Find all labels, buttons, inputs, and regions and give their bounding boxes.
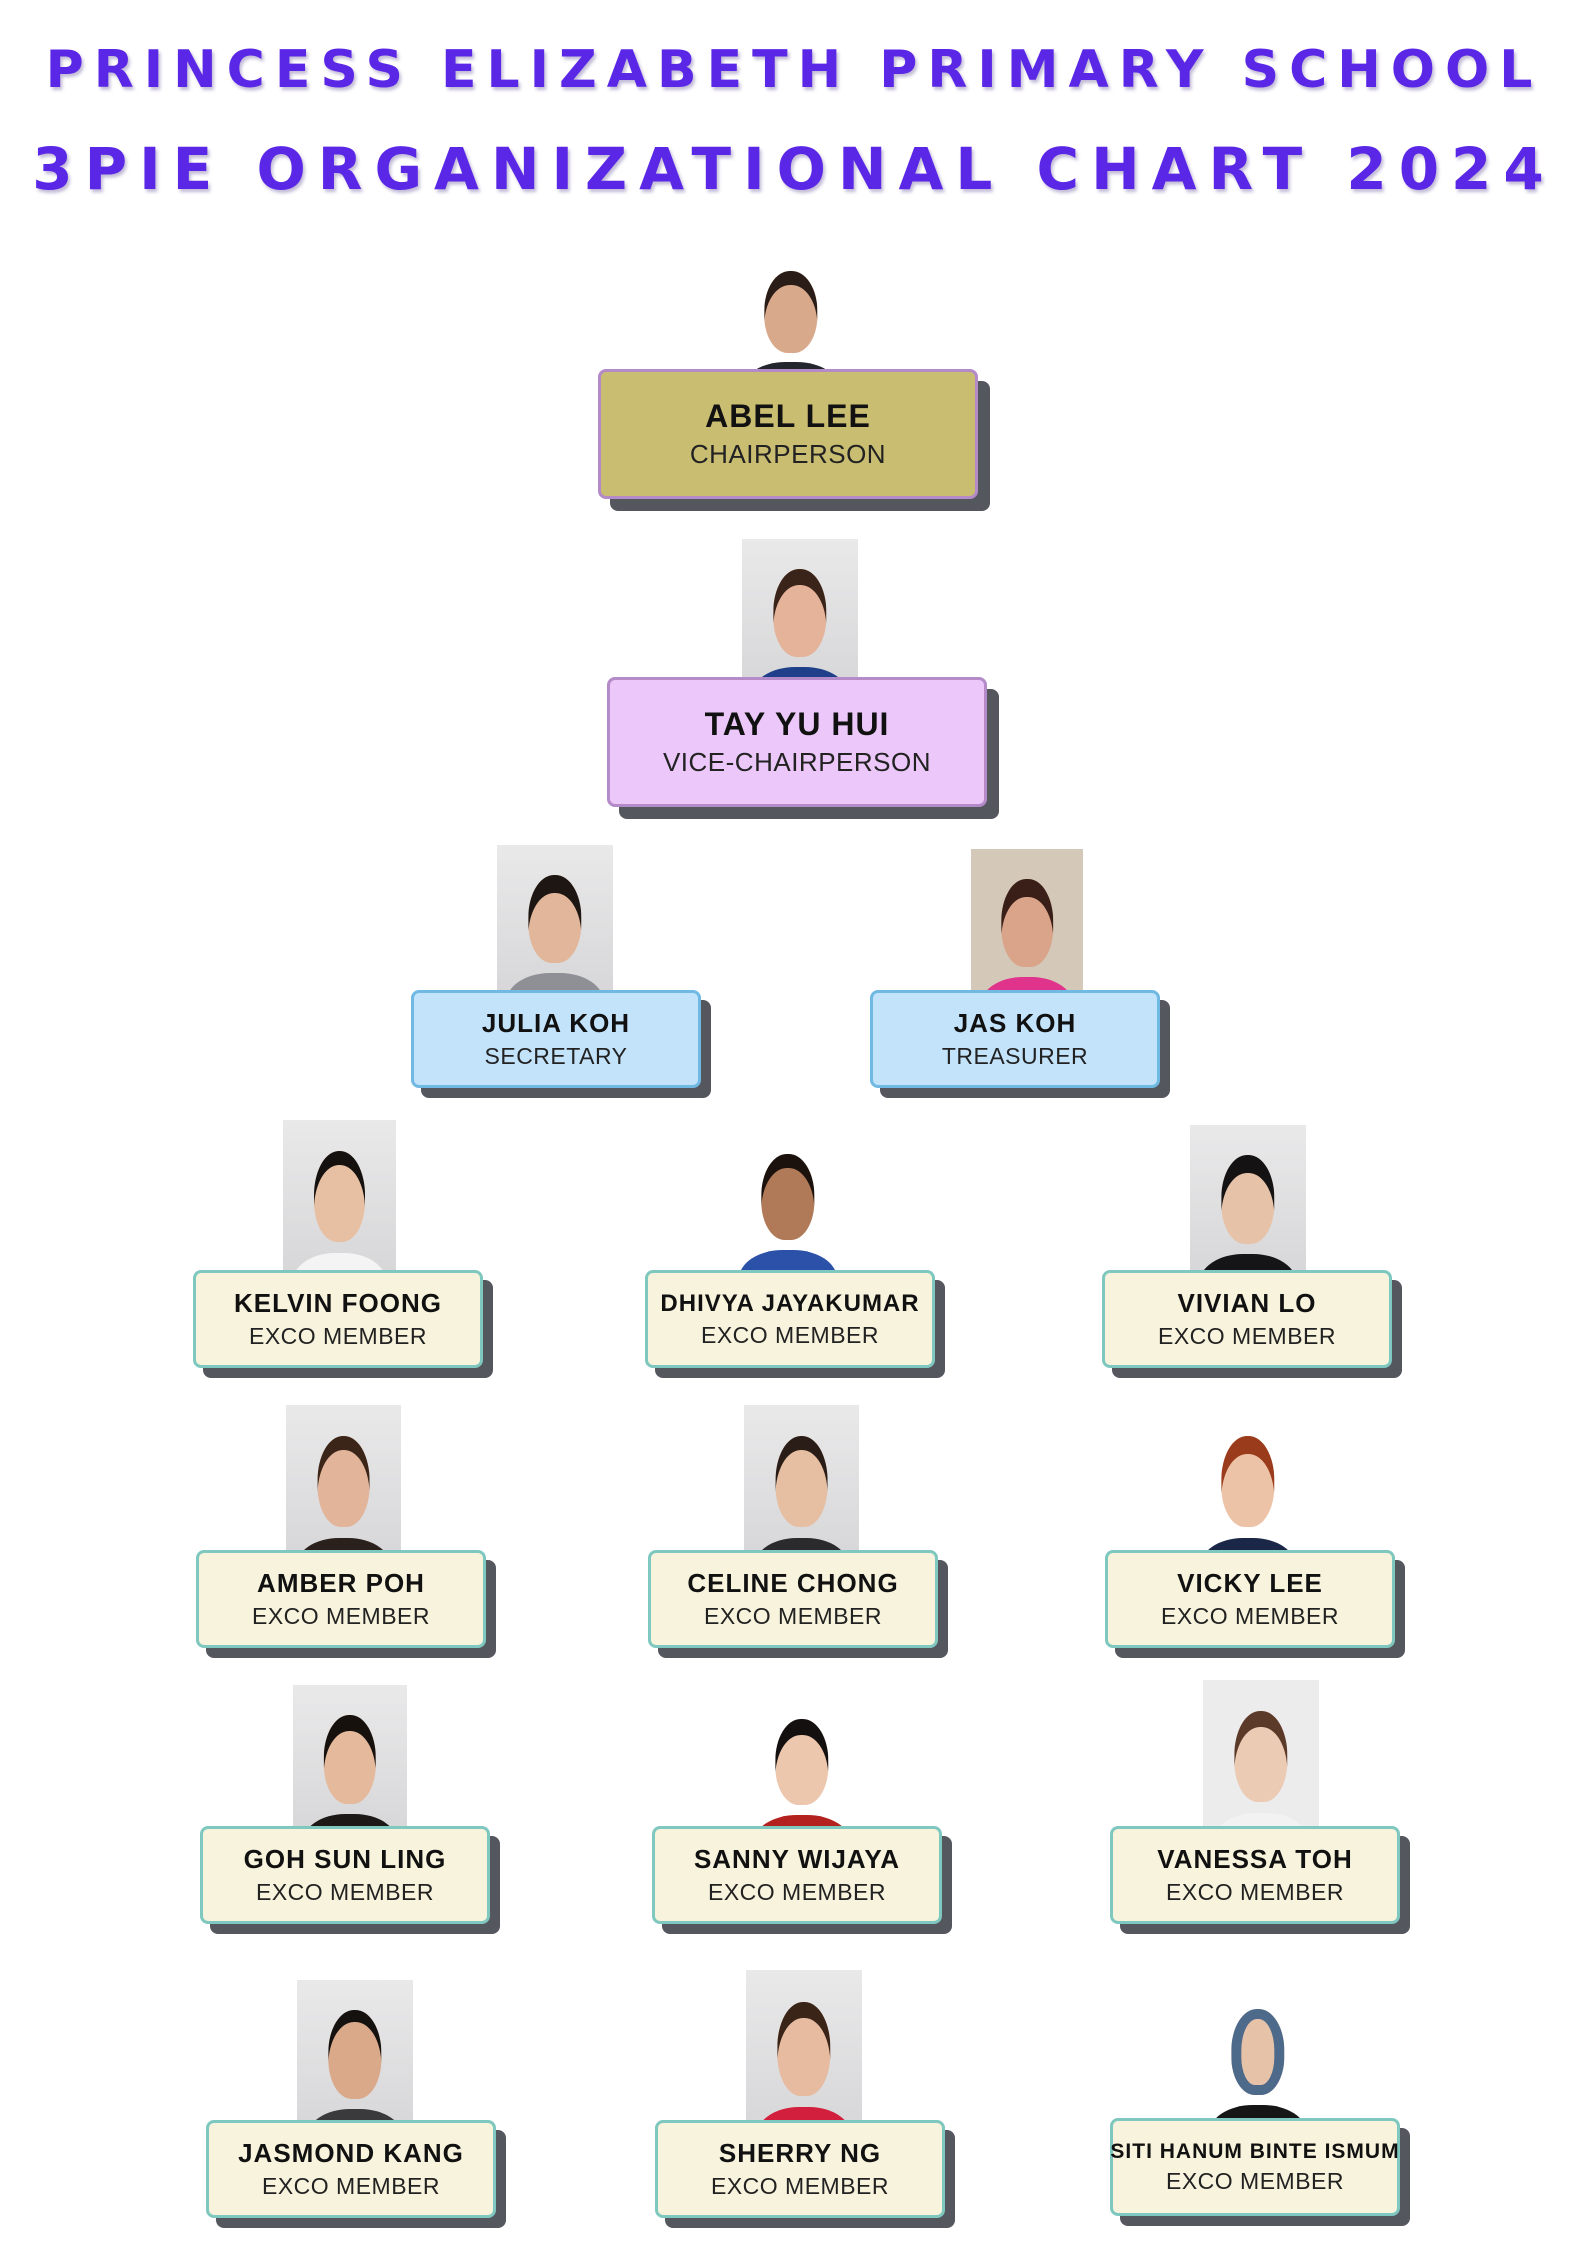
- member-name: VICKY LEE: [1177, 1568, 1323, 1598]
- card-celine-chong: CELINE CHONG EXCO MEMBER: [648, 1550, 938, 1648]
- member-role: TREASURER: [941, 1043, 1089, 1069]
- member-role: EXCO MEMBER: [255, 1879, 435, 1905]
- member-role: EXCO MEMBER: [707, 1879, 887, 1905]
- portrait-photo-sherry-ng: [746, 1970, 862, 2145]
- member-role: SECRETARY: [484, 1043, 628, 1069]
- member-name: TAY YU HUI: [704, 706, 890, 742]
- portrait-photo-julia-koh: [497, 845, 613, 1009]
- card-kelvin-foong: KELVIN FOONG EXCO MEMBER: [193, 1270, 483, 1368]
- card-sanny-wijaya: SANNY WIJAYA EXCO MEMBER: [652, 1826, 942, 1924]
- card-tay-yu-hui: TAY YU HUI VICE-CHAIRPERSON: [607, 677, 987, 807]
- member-name: SANNY WIJAYA: [693, 1844, 901, 1874]
- member-role: EXCO MEMBER: [1165, 1879, 1345, 1905]
- card-vicky-lee: VICKY LEE EXCO MEMBER: [1105, 1550, 1395, 1648]
- member-name: GOH SUN LING: [243, 1844, 447, 1874]
- portrait-photo-vivian-lo: [1190, 1125, 1306, 1290]
- member-role: EXCO MEMBER: [700, 1321, 880, 1348]
- page-title: PRINCESS ELIZABETH PRIMARY SCHOOL: [45, 40, 1543, 100]
- member-role: CHAIRPERSON: [689, 439, 887, 469]
- card-dhivya-jayakumar: DHIVYA JAYAKUMAR EXCO MEMBER: [645, 1270, 935, 1368]
- member-name: JASMOND KANG: [238, 2138, 464, 2168]
- member-role: EXCO MEMBER: [248, 1323, 428, 1349]
- member-role: EXCO MEMBER: [1165, 2167, 1345, 2194]
- member-role: EXCO MEMBER: [251, 1603, 431, 1629]
- portrait-photo-dhivya-jayakumar: [730, 1125, 846, 1285]
- card-jasmond-kang: JASMOND KANG EXCO MEMBER: [206, 2120, 496, 2218]
- member-name: ABEL LEE: [705, 398, 871, 434]
- member-name: SITI HANUM BINTE ISMUM: [1110, 2139, 1400, 2163]
- card-vivian-lo: VIVIAN LO EXCO MEMBER: [1102, 1270, 1392, 1368]
- member-name: KELVIN FOONG: [234, 1288, 442, 1318]
- portrait-photo-vanessa-toh: [1203, 1680, 1319, 1850]
- card-siti-hanum: SITI HANUM BINTE ISMUM EXCO MEMBER: [1110, 2118, 1400, 2216]
- member-name: JAS KOH: [953, 1008, 1077, 1038]
- member-role: VICE-CHAIRPERSON: [662, 747, 932, 777]
- member-role: EXCO MEMBER: [1157, 1323, 1337, 1349]
- portrait-photo-siti-hanum: [1200, 1980, 1316, 2140]
- member-role: EXCO MEMBER: [261, 2173, 441, 2199]
- member-name: JULIA KOH: [481, 1008, 631, 1038]
- member-role: EXCO MEMBER: [710, 2173, 890, 2199]
- portrait-photo-kelvin-foong: [283, 1120, 396, 1290]
- card-julia-koh: JULIA KOH SECRETARY: [411, 990, 701, 1088]
- member-name: CELINE CHONG: [687, 1568, 899, 1598]
- card-jas-koh: JAS KOH TREASURER: [870, 990, 1160, 1088]
- card-abel-lee: ABEL LEE CHAIRPERSON: [598, 369, 978, 499]
- member-role: EXCO MEMBER: [1160, 1603, 1340, 1629]
- member-name: VANESSA TOH: [1157, 1844, 1353, 1874]
- card-vanessa-toh: VANESSA TOH EXCO MEMBER: [1110, 1826, 1400, 1924]
- page-subtitle: 3PIE ORGANIZATIONAL CHART 2024: [32, 135, 1556, 203]
- member-name: DHIVYA JAYAKUMAR: [660, 1289, 920, 1317]
- portrait-photo-jas-koh: [971, 849, 1083, 1013]
- portrait-photo-vicky-lee: [1190, 1405, 1306, 1575]
- member-role: EXCO MEMBER: [703, 1603, 883, 1629]
- member-name: SHERRY NG: [718, 2138, 882, 2168]
- card-amber-poh: AMBER POH EXCO MEMBER: [196, 1550, 486, 1648]
- member-name: VIVIAN LO: [1177, 1288, 1317, 1318]
- card-sherry-ng: SHERRY NG EXCO MEMBER: [655, 2120, 945, 2218]
- card-goh-sun-ling: GOH SUN LING EXCO MEMBER: [200, 1826, 490, 1924]
- member-name: AMBER POH: [257, 1568, 425, 1598]
- portrait-photo-goh-sun-ling: [293, 1685, 407, 1850]
